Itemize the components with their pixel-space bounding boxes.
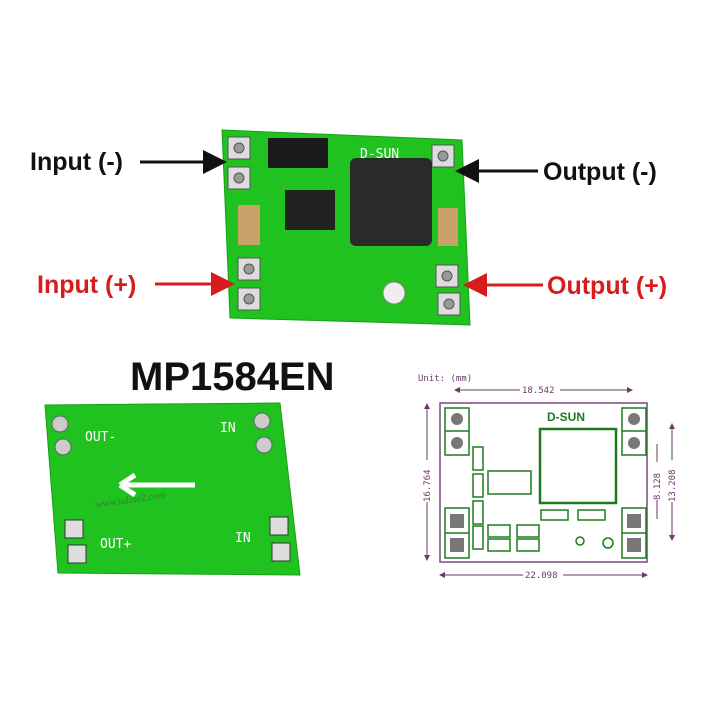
potentiometer bbox=[382, 281, 406, 305]
dim-height-outer: 16.764 bbox=[423, 469, 433, 502]
dim-width-inner: 18.542 bbox=[522, 386, 555, 396]
silk-in-bottom: IN bbox=[235, 531, 251, 546]
label-input-positive: Input (+) bbox=[37, 271, 136, 299]
label-output-positive: Output (+) bbox=[547, 272, 667, 300]
direction-arrow-icon bbox=[118, 472, 195, 498]
silk-in-top: IN bbox=[220, 421, 236, 436]
dim-height-inner: 13.208 bbox=[668, 469, 678, 502]
output-terminal-pads bbox=[431, 144, 461, 316]
dim-width-outer: 22.098 bbox=[525, 571, 558, 581]
dim-pad-spacing: 8.128 bbox=[653, 473, 663, 500]
diode-chip bbox=[268, 138, 328, 168]
silk-out-pos: OUT+ bbox=[100, 537, 131, 552]
capacitor bbox=[238, 205, 260, 245]
product-title: MP1584EN bbox=[130, 355, 335, 399]
drawing-brand: D-SUN bbox=[547, 410, 585, 424]
brand-silkscreen: D-SUN bbox=[360, 147, 399, 162]
back-pcb-photo: OUT- OUT+ IN IN www.tuline2.com bbox=[44, 402, 301, 576]
capacitor bbox=[438, 208, 458, 246]
inductor bbox=[350, 158, 432, 246]
dimension-drawing: Unit: (mm) D-SUN bbox=[418, 374, 678, 581]
label-output-negative: Output (-) bbox=[543, 158, 657, 186]
input-terminal-pads bbox=[227, 136, 261, 311]
unit-label: Unit: (mm) bbox=[418, 374, 472, 384]
silk-out-neg: OUT- bbox=[85, 430, 116, 445]
ic-chip bbox=[285, 190, 335, 230]
top-pcb-photo: D-SUN bbox=[221, 129, 471, 326]
label-input-negative: Input (-) bbox=[30, 148, 123, 176]
